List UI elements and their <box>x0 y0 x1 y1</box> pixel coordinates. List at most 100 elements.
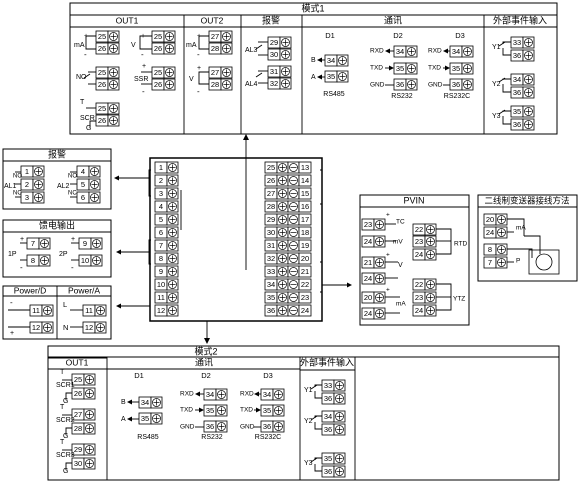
terminal-number-cell <box>298 304 312 317</box>
screw-icon <box>524 38 533 47</box>
screw-icon <box>109 80 118 89</box>
terminal-number: 22 <box>415 225 423 234</box>
terminal-number: 36 <box>513 88 521 97</box>
terminal-25: 25 <box>151 66 176 79</box>
terminal-number: 36 <box>452 80 460 89</box>
y1-label: Y1 <box>304 387 313 394</box>
device-terminal-34: 34 <box>264 278 289 291</box>
transmitter-wire <box>524 248 533 258</box>
screw-icon <box>426 237 435 246</box>
screw-icon <box>217 422 226 431</box>
terminal-number: 36 <box>396 80 404 89</box>
wire <box>314 464 322 472</box>
screw-icon <box>497 228 506 237</box>
screw-icon <box>43 306 52 315</box>
terminal-34: 34 <box>510 73 535 86</box>
screw-icon <box>168 202 177 211</box>
screw-icon <box>96 323 105 332</box>
terminal-number-cell <box>298 239 312 252</box>
screw-icon <box>85 410 94 419</box>
terminal-number-cell <box>298 252 312 265</box>
terminal-30: 30 <box>267 48 292 61</box>
terminal-number: 35 <box>324 454 332 463</box>
transmitter-wire <box>524 235 541 254</box>
terminal-number: 5 <box>81 180 85 189</box>
no-label: NO <box>76 74 87 81</box>
terminal-number: 12 <box>157 306 165 315</box>
terminal-number: 12 <box>32 323 40 332</box>
device-terminal-30: 30 <box>264 226 289 239</box>
screw-icon <box>375 258 384 267</box>
screw-icon <box>222 32 231 41</box>
terminal-34: 34 <box>138 396 163 409</box>
screw-icon <box>90 193 99 202</box>
device-terminal-24: 24 <box>287 304 312 317</box>
terminal-number: 21 <box>364 258 372 267</box>
wire <box>89 120 96 127</box>
scr-label: SCR <box>80 115 95 122</box>
terminal-36: 36 <box>321 423 346 436</box>
arrowhead-icon <box>127 399 132 405</box>
screw-icon <box>34 180 43 189</box>
screw-icon <box>85 459 94 468</box>
relay-contact <box>255 72 263 78</box>
terminal-12: 12 <box>29 321 54 334</box>
screw-icon <box>289 280 298 289</box>
terminal-number: 35 <box>141 414 149 423</box>
terminal-number: 26 <box>154 44 162 53</box>
device-terminal-14: 14 <box>287 174 312 187</box>
y3-label: Y3 <box>304 460 313 467</box>
device-terminal-12: 12 <box>154 304 179 317</box>
screw-icon <box>426 306 435 315</box>
terminal-number: 3 <box>25 193 29 202</box>
terminal-number: 22 <box>415 280 423 289</box>
terminal-number: 36 <box>324 425 332 434</box>
screw-icon <box>109 116 118 125</box>
wire <box>139 35 152 44</box>
screw-icon <box>524 107 533 116</box>
wire <box>139 44 152 50</box>
terminal-number-cell <box>298 278 312 291</box>
arrowhead-icon <box>443 48 448 54</box>
ma-label: mA <box>396 301 406 308</box>
terminal-24: 24 <box>483 226 508 239</box>
a-label: A <box>121 416 126 423</box>
relay-contact <box>255 44 263 50</box>
screw-icon <box>278 176 287 185</box>
terminal-number: 23 <box>415 237 423 246</box>
terminal-20: 20 <box>361 291 386 304</box>
terminal-34: 34 <box>324 54 349 67</box>
v-label: V <box>189 76 194 83</box>
mode2-title: 模式2 <box>194 345 217 356</box>
device-terminal-16: 16 <box>287 200 312 213</box>
device-terminal-31: 31 <box>264 239 289 252</box>
terminal-11: 11 <box>29 304 54 317</box>
terminal-number: 27 <box>74 410 82 419</box>
terminal-number: 26 <box>154 80 162 89</box>
terminal-36: 36 <box>321 465 346 478</box>
terminal-number: 26 <box>98 116 106 125</box>
mode1-out2-header: OUT2 <box>201 15 224 25</box>
wire <box>65 427 72 435</box>
screw-icon <box>168 306 177 315</box>
screw-icon <box>524 75 533 84</box>
terminal-35: 35 <box>138 412 163 425</box>
screw-icon <box>338 72 347 81</box>
plus-sign: + <box>386 252 390 259</box>
terminal-23: 23 <box>412 235 437 248</box>
terminal-36: 36 <box>260 420 285 433</box>
terminal-35: 35 <box>203 404 228 417</box>
terminal-number: 35 <box>396 64 404 73</box>
terminal-36: 36 <box>203 420 228 433</box>
terminal-7: 7 <box>483 256 508 269</box>
g-label: G <box>86 125 91 132</box>
l-label: L <box>63 300 67 309</box>
scr-label: SCR1 <box>56 382 75 389</box>
terminal-number-cell <box>298 161 312 174</box>
wire <box>198 44 209 50</box>
a-label: A <box>311 74 316 81</box>
device-terminal-26: 26 <box>264 174 289 187</box>
t-label: T <box>80 99 85 106</box>
d2-label: D2 <box>201 371 211 380</box>
arrowhead-icon <box>114 175 119 181</box>
